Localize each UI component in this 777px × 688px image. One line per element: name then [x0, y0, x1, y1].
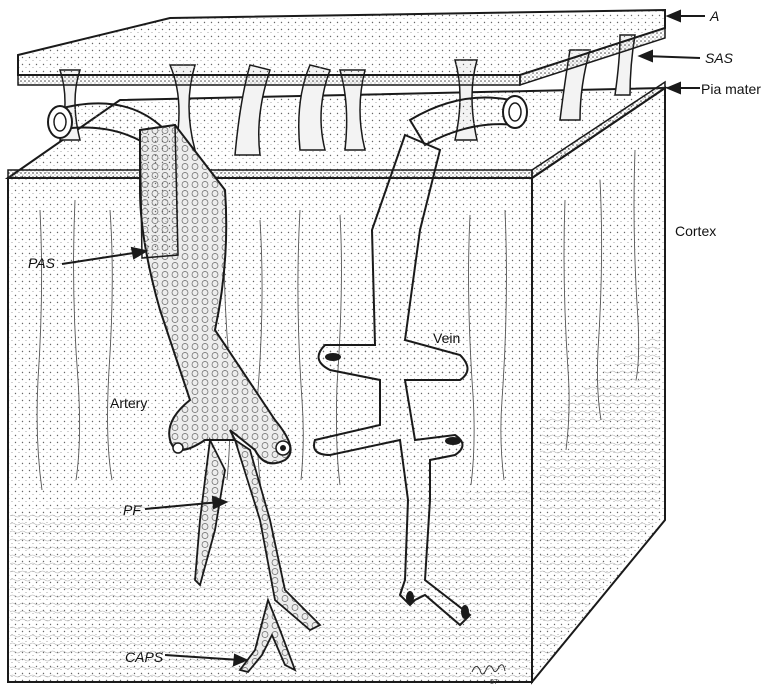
- label-pf: PF: [123, 502, 142, 518]
- label-pia-mater: Pia mater: [701, 81, 761, 97]
- label-sas: SAS: [705, 50, 734, 66]
- label-vein: Vein: [433, 330, 460, 346]
- label-artery: Artery: [110, 395, 147, 411]
- label-cortex: Cortex: [675, 223, 716, 239]
- label-pas: PAS: [28, 255, 56, 271]
- svg-text:87: 87: [490, 679, 498, 686]
- label-caps: CAPS: [125, 649, 164, 665]
- label-arachnoid: A: [709, 8, 719, 24]
